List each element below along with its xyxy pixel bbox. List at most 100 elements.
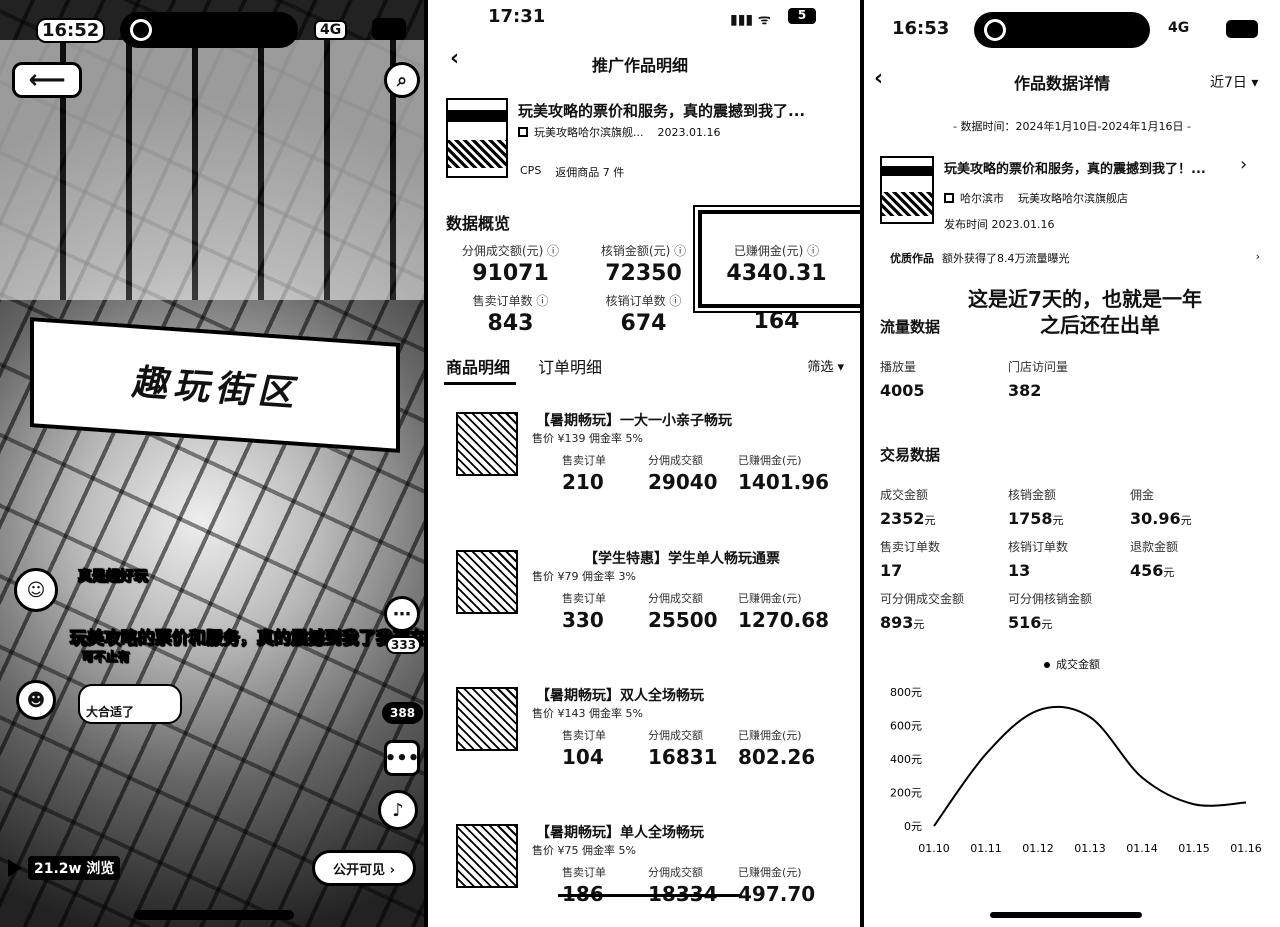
stat-commission: 1270.68 <box>738 608 830 632</box>
video-shop: 玩美攻略哈尔滨旗舰店 <box>1018 192 1128 205</box>
quality-banner[interactable]: 优质作品 额外获得了8.4万流量曝光 › <box>890 250 1260 266</box>
metric-label: 成交金额 <box>880 488 929 502</box>
video-title[interactable]: 玩美攻略的票价和服务，真的震撼到我了！... <box>944 162 1206 177</box>
chevron-right-icon[interactable]: › <box>1240 154 1248 175</box>
y-tick-label: 200元 <box>890 787 922 800</box>
search-icon[interactable]: ⌕ <box>384 62 420 98</box>
metric-value: 4005 <box>880 381 925 400</box>
overview-label: 核销金额(元) ⓘ <box>600 244 687 258</box>
overview-value: 72350 <box>605 261 682 286</box>
stat-label: 售卖订单 <box>562 454 606 467</box>
back-arrow-icon[interactable]: ⟵ <box>12 62 82 98</box>
x-tick-label: 01.13 <box>1074 842 1106 855</box>
overview-label: 售卖订单数 ⓘ <box>472 294 549 308</box>
public-visibility-button[interactable]: 公开可见 › <box>312 850 416 886</box>
status-time: 16:53 <box>892 18 950 39</box>
metric-unit: 元 <box>924 514 936 527</box>
date-range-selector[interactable]: 近7日 ▾ <box>1210 75 1259 91</box>
product-title: 【学生特惠】学生单人畅玩通票 <box>584 551 780 567</box>
metric-sold-orders: 售卖订单数 17 <box>880 538 1010 580</box>
stat-label: 售卖订单 <box>562 866 606 879</box>
back-icon[interactable]: ‹ <box>450 46 460 71</box>
metric-value: 13 <box>1008 561 1031 580</box>
location-icon <box>944 193 954 203</box>
metric-value: 516 <box>1008 613 1042 632</box>
product-price: 售价 ¥75 佣金率 5% <box>532 844 636 857</box>
metric-store-visits: 门店访问量 382 <box>1008 358 1138 400</box>
stat-label: 分佣成交额 <box>648 592 703 605</box>
video-panel: 趣玩街区 16:52 4G ⟵ ⌕ 真是超好玩 玩美攻略的票价和服务，真的震撼到… <box>0 0 424 927</box>
stat-commission: 802.26 <box>738 745 816 769</box>
venue-sign-text: 趣玩街区 <box>130 362 299 415</box>
battery-icon: 5 <box>788 8 816 24</box>
stat-commission: 1401.96 <box>738 470 830 494</box>
comment-icon[interactable]: ⋯ <box>384 596 420 632</box>
caption-line-1: 真是超好玩 <box>78 569 149 586</box>
metric-verified: 核销金额 1758元 <box>1008 486 1138 528</box>
wifi-signal-icon: ▮▮▮ ᯤ <box>730 12 771 28</box>
cps-tag: CPS <box>520 164 542 177</box>
y-tick-label: 400元 <box>890 753 922 766</box>
metric-label: 售卖订单数 <box>880 540 941 554</box>
work-data-panel: 16:53 4G ‹ 作品数据详情 近7日 ▾ - 数据时间：2024年1月10… <box>864 0 1280 927</box>
stat-orders: 104 <box>562 745 604 769</box>
metric-plays: 播放量 4005 <box>880 358 1010 400</box>
product-chip[interactable]: 大合适了 <box>78 684 182 724</box>
legend-label: 成交金额 <box>1056 658 1100 671</box>
author-avatar[interactable]: ☺ <box>14 568 58 612</box>
product-price: 售价 ¥139 佣金率 5% <box>532 432 643 445</box>
overview-sold-orders: 售卖订单数 ⓘ 843 <box>444 292 577 336</box>
highlight-frame <box>693 205 860 313</box>
x-tick-label: 01.12 <box>1022 842 1054 855</box>
stat-orders: 186 <box>558 882 656 906</box>
overview-value: 164 <box>753 309 800 334</box>
product-item[interactable]: 【暑期畅玩】一大一小亲子畅玩 售价 ¥139 佣金率 5% 售卖订单 210 分佣… <box>444 400 844 525</box>
product-image <box>456 412 518 476</box>
detail-tabs: 商品明细 订单明细 筛选 ▾ <box>444 354 844 386</box>
tab-order-detail[interactable]: 订单明细 <box>538 358 603 377</box>
page-title: 推广作品明细 <box>592 56 689 75</box>
music-disc-icon[interactable]: ♪ <box>378 790 418 830</box>
metric-unit: 元 <box>1163 566 1175 579</box>
annotation: 这是近7天的，也就是一年 之后还在出单 <box>920 286 1250 338</box>
metric-label: 核销订单数 <box>1008 540 1069 554</box>
stat-orders: 210 <box>562 470 604 494</box>
view-count: 21.2w 浏览 <box>8 856 121 880</box>
product-price: 售价 ¥79 佣金率 3% <box>532 570 636 583</box>
product-title: 【暑期畅玩】一大一小亲子畅玩 <box>536 413 732 429</box>
stat-label: 售卖订单 <box>562 729 606 742</box>
stat-label: 分佣成交额 <box>648 729 703 742</box>
tab-product-detail[interactable]: 商品明细 <box>446 358 511 377</box>
metric-commission: 佣金 30.96元 <box>1130 486 1260 528</box>
quality-label: 优质作品 <box>890 252 934 265</box>
back-icon[interactable]: ‹ <box>874 66 884 91</box>
video-title[interactable]: 玩美攻略的票价和服务，真的震撼到我了... <box>518 102 806 120</box>
metric-value: 456 <box>1130 561 1164 580</box>
metric-label: 退款金额 <box>1130 540 1179 554</box>
share-avatar[interactable]: ☻ <box>16 680 56 720</box>
legend-dot-icon <box>1044 662 1050 668</box>
stat-gmv: 18334 <box>644 882 742 906</box>
y-tick-label: 0元 <box>904 820 922 833</box>
commission-info: CPS 返佣商品 7 件 <box>520 164 624 180</box>
video-thumbnail[interactable] <box>446 98 508 178</box>
metric-commissionable-verified: 可分佣核销金额 516元 <box>1008 590 1138 632</box>
metric-refund: 退款金额 456元 <box>1130 538 1260 580</box>
metric-value: 893 <box>880 613 914 632</box>
overview-verified-amount: 核销金额(元) ⓘ 72350 <box>577 242 710 286</box>
stat-label: 已赚佣金(元) <box>738 592 802 605</box>
x-tick-label: 01.14 <box>1126 842 1158 855</box>
stat-label: 分佣成交额 <box>648 454 703 467</box>
more-icon[interactable]: ••• <box>384 740 420 776</box>
metric-label: 播放量 <box>880 360 917 374</box>
filter-button[interactable]: 筛选 ▾ <box>807 360 844 375</box>
overview-label: 核销订单数 ⓘ <box>605 294 682 308</box>
video-thumbnail[interactable] <box>880 156 934 224</box>
metric-unit: 元 <box>1041 618 1053 631</box>
metric-unit: 元 <box>1180 514 1192 527</box>
status-time: 17:31 <box>488 6 546 27</box>
signal-4g: 4G <box>1168 20 1190 36</box>
